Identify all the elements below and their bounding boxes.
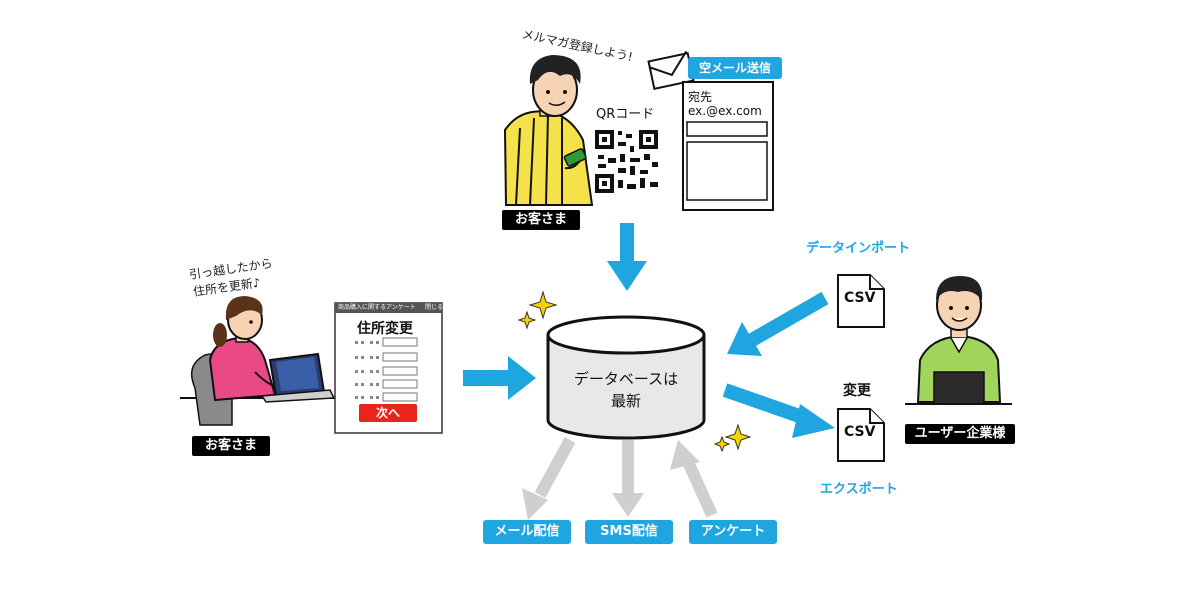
- arrow-db-to-mail: [522, 437, 576, 520]
- data-import-label: データインポート: [806, 241, 911, 256]
- output-sms: SMS配信: [585, 520, 673, 544]
- database-label-line1: データベースは: [573, 370, 679, 388]
- arrow-survey-to-db: [670, 440, 718, 518]
- arrow-db-to-csv-export: [722, 383, 835, 438]
- customer-left-illustration: [180, 296, 350, 426]
- sparkle-icon: [517, 290, 752, 453]
- address-form-window: [334, 302, 443, 434]
- export-label: エクスポート: [820, 482, 898, 497]
- change-label: 変更: [843, 383, 871, 399]
- email-to-value: ex.@ex.com: [688, 104, 762, 118]
- form-header-text: 商品購入に関するアンケート: [338, 304, 416, 311]
- csv-export-text: CSV: [844, 424, 876, 440]
- arrow-top-to-db: [607, 223, 647, 291]
- csv-import-document-icon: [837, 274, 885, 328]
- qr-code-label: QRコード: [596, 107, 655, 122]
- company-user-illustration: [905, 276, 1012, 405]
- csv-import-text: CSV: [844, 290, 876, 306]
- database-cylinder: [546, 315, 706, 440]
- email-send-tab: 空メール送信: [688, 57, 782, 79]
- csv-export-document-icon: [837, 408, 885, 462]
- database-label-line2: 最新: [610, 392, 641, 410]
- customer-badge-top: お客さま: [502, 210, 580, 230]
- output-survey: アンケート: [689, 520, 777, 544]
- customer-top-illustration: [503, 55, 594, 206]
- email-panel-frame: [682, 81, 774, 211]
- arrow-csv-import-to-db: [727, 291, 829, 356]
- customer-badge-left: お客さま: [192, 436, 270, 456]
- company-badge: ユーザー企業様: [905, 424, 1015, 444]
- qr-code-icon: [595, 130, 658, 193]
- form-title: 住所変更: [357, 321, 413, 337]
- form-next-button[interactable]: 次へ: [359, 404, 417, 422]
- arrow-left-to-db: [463, 356, 536, 400]
- envelope-icon: [647, 50, 695, 91]
- arrow-db-to-sms: [612, 440, 644, 517]
- output-mail: メール配信: [483, 520, 571, 544]
- form-close-text: 閉じる: [425, 304, 444, 311]
- email-to-label: 宛先: [688, 90, 713, 104]
